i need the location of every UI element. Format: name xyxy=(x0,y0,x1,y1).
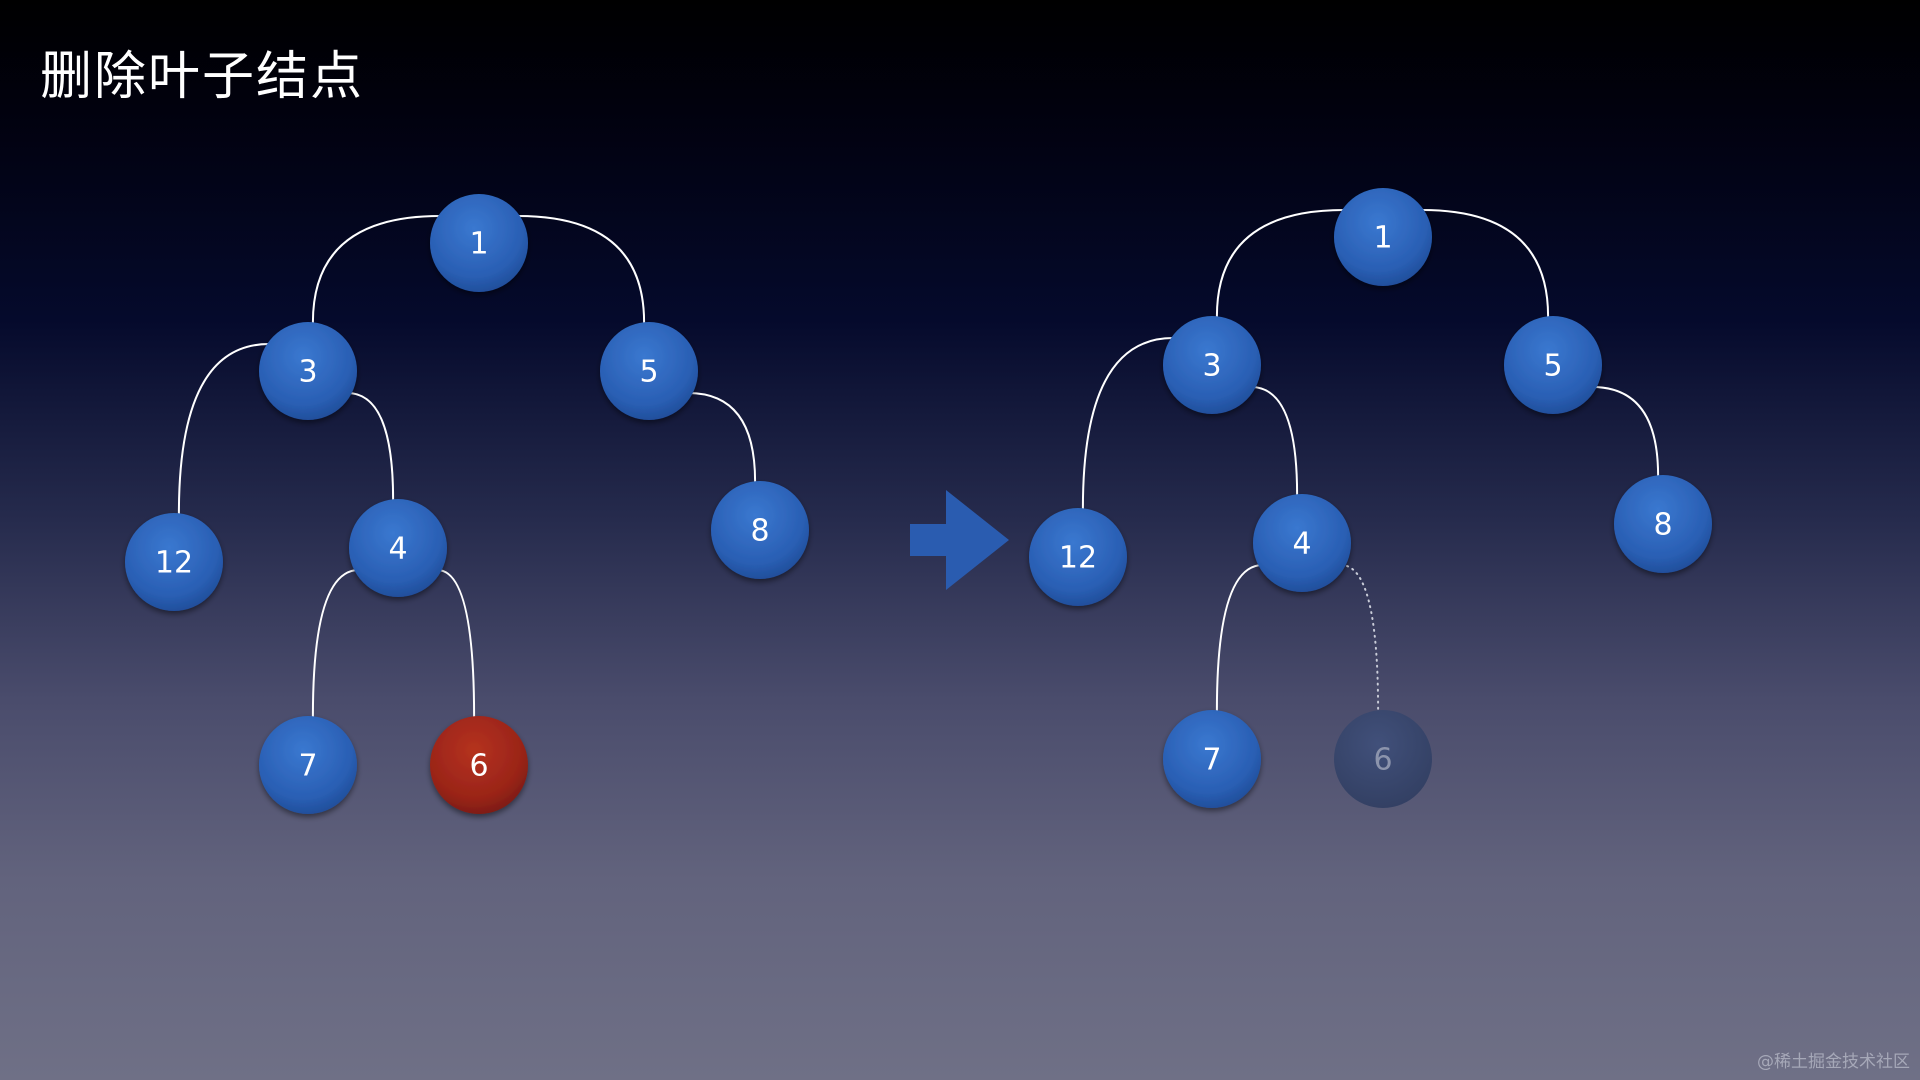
node-circle-after-1 xyxy=(1334,188,1432,286)
node-label-before-6: 6 xyxy=(469,749,488,784)
node-before-1: 1 xyxy=(430,194,528,292)
node-label-after-6: 6 xyxy=(1373,743,1392,778)
edge-after-5-8 xyxy=(1592,386,1660,476)
node-circle-after-3 xyxy=(1163,316,1261,414)
node-label-before-8: 8 xyxy=(750,514,769,549)
edge-before-1-3 xyxy=(311,215,440,323)
node-circle-after-12 xyxy=(1029,508,1127,606)
edge-after-3-4 xyxy=(1251,386,1299,495)
node-before-3: 3 xyxy=(259,322,357,420)
node-after-4: 4 xyxy=(1253,494,1351,592)
node-circle-before-7 xyxy=(259,716,357,814)
node-circle-after-5 xyxy=(1504,316,1602,414)
node-circle-before-8 xyxy=(711,481,809,579)
edge-after-3-12 xyxy=(1081,337,1173,509)
node-before-8: 8 xyxy=(711,481,809,579)
node-label-before-7: 7 xyxy=(298,749,317,784)
edge-before-4-7 xyxy=(311,569,359,717)
node-circle-before-4 xyxy=(349,499,447,597)
node-label-after-7: 7 xyxy=(1202,743,1221,778)
node-circle-after-8 xyxy=(1614,475,1712,573)
edge-after-1-3 xyxy=(1215,209,1344,317)
edge-after-4-6 xyxy=(1340,564,1380,712)
node-before-4: 4 xyxy=(349,499,447,597)
node-label-after-1: 1 xyxy=(1373,221,1392,256)
node-before-7: 7 xyxy=(259,716,357,814)
node-circle-before-6 xyxy=(430,716,528,814)
tree-after-edges xyxy=(1081,209,1660,712)
node-label-after-4: 4 xyxy=(1292,527,1311,562)
node-before-6: 6 xyxy=(430,716,528,814)
tree-before: 1 3 5 12 4 8 7 6 xyxy=(125,194,809,814)
node-after-12: 12 xyxy=(1029,508,1127,606)
edge-before-3-4 xyxy=(347,392,395,500)
node-after-8: 8 xyxy=(1614,475,1712,573)
node-label-after-12: 12 xyxy=(1059,541,1097,576)
node-after-6: 6 xyxy=(1334,710,1432,808)
tree-before-edges xyxy=(177,215,757,717)
node-before-12: 12 xyxy=(125,513,223,611)
edge-before-3-12 xyxy=(177,343,269,514)
edge-after-4-7 xyxy=(1215,564,1263,711)
node-label-before-12: 12 xyxy=(155,546,193,581)
node-after-3: 3 xyxy=(1163,316,1261,414)
node-circle-after-7 xyxy=(1163,710,1261,808)
watermark: @稀土掘金技术社区 xyxy=(1757,1052,1910,1072)
node-label-after-8: 8 xyxy=(1653,508,1672,543)
node-label-before-4: 4 xyxy=(388,532,407,567)
node-circle-before-12 xyxy=(125,513,223,611)
tree-before-nodes: 1 3 5 12 4 8 7 6 xyxy=(125,194,809,814)
tree-after: 1 3 5 12 4 8 7 6 xyxy=(1029,188,1712,808)
node-circle-after-4 xyxy=(1253,494,1351,592)
node-label-before-1: 1 xyxy=(469,227,488,262)
node-after-1: 1 xyxy=(1334,188,1432,286)
node-circle-before-1 xyxy=(430,194,528,292)
node-circle-before-5 xyxy=(600,322,698,420)
node-after-5: 5 xyxy=(1504,316,1602,414)
edge-after-1-5 xyxy=(1422,209,1550,317)
edge-before-5-8 xyxy=(688,392,757,482)
edge-before-4-6 xyxy=(437,569,476,717)
node-label-after-5: 5 xyxy=(1543,349,1562,384)
tree-after-nodes: 1 3 5 12 4 8 7 6 xyxy=(1029,188,1712,808)
node-after-7: 7 xyxy=(1163,710,1261,808)
node-label-after-3: 3 xyxy=(1202,349,1221,384)
slide-title: 删除叶子结点 xyxy=(40,47,365,107)
edge-before-1-5 xyxy=(518,215,646,323)
right-arrow-icon xyxy=(910,490,1009,590)
node-circle-before-3 xyxy=(259,322,357,420)
node-before-5: 5 xyxy=(600,322,698,420)
node-label-before-3: 3 xyxy=(298,355,317,390)
node-circle-after-6 xyxy=(1334,710,1432,808)
node-label-before-5: 5 xyxy=(639,355,658,390)
